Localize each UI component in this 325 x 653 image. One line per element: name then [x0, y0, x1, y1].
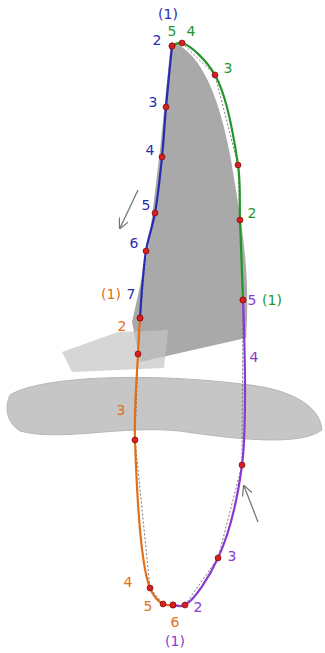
control-point — [170, 602, 176, 608]
control-polygon — [173, 300, 243, 605]
control-point — [159, 154, 165, 160]
control-point — [239, 462, 245, 468]
point-number: 4 — [250, 350, 259, 364]
point-number: 2 — [153, 33, 162, 47]
point-number: 3 — [228, 549, 237, 563]
point-number: 5 — [248, 293, 257, 307]
control-polygon — [135, 318, 173, 605]
control-point — [179, 40, 185, 46]
point-number: 2 — [194, 600, 203, 614]
control-point — [182, 602, 188, 608]
control-polygon — [172, 43, 243, 300]
control-point — [160, 601, 166, 607]
trajectory-curve — [173, 300, 245, 606]
point-number: 6 — [130, 236, 139, 250]
point-number: (1) — [158, 7, 178, 21]
direction-arrow — [120, 190, 138, 228]
point-number: (1) — [262, 293, 282, 307]
control-point — [132, 437, 138, 443]
control-point — [152, 210, 158, 216]
control-point — [169, 43, 175, 49]
trajectory-curve — [140, 46, 172, 318]
point-number: 5 — [168, 24, 177, 38]
point-number: (1) — [101, 287, 121, 301]
point-number: 3 — [224, 61, 233, 75]
point-number: 6 — [171, 615, 180, 629]
control-polygon — [140, 46, 172, 318]
control-point — [147, 585, 153, 591]
trajectory-curve — [172, 43, 243, 300]
point-number: 2 — [248, 206, 257, 220]
control-point — [163, 104, 169, 110]
point-number: 2 — [118, 319, 127, 333]
control-point — [240, 297, 246, 303]
point-number: 7 — [127, 287, 136, 301]
point-number: 3 — [117, 403, 126, 417]
control-point — [237, 217, 243, 223]
control-point — [137, 315, 143, 321]
point-number: 4 — [187, 24, 196, 38]
control-point — [240, 297, 246, 303]
trajectory-curve — [135, 318, 173, 605]
control-point — [169, 43, 175, 49]
sail-foot — [62, 330, 168, 372]
point-number: 5 — [142, 198, 151, 212]
board — [7, 377, 322, 440]
control-point — [235, 162, 241, 168]
control-point — [137, 315, 143, 321]
point-number: 5 — [144, 599, 153, 613]
control-point — [215, 555, 221, 561]
point-number: 3 — [149, 95, 158, 109]
direction-arrow — [244, 486, 258, 522]
control-point — [143, 248, 149, 254]
control-point — [170, 602, 176, 608]
control-point — [135, 351, 141, 357]
point-number: (1) — [165, 634, 185, 648]
sail — [132, 42, 247, 362]
point-number: 4 — [124, 575, 133, 589]
point-number: 4 — [146, 143, 155, 157]
control-point — [212, 72, 218, 78]
